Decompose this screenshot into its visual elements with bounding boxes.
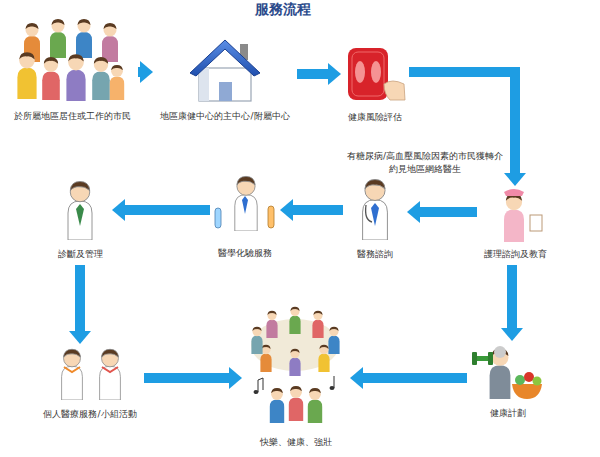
icon-node: 個人醫療服務/小組活動 (40, 348, 140, 421)
node-caption: 個人醫療服務/小組活動 (43, 408, 136, 420)
icon-node: 快樂、健康、強壯 (246, 304, 346, 449)
flow-arrow (501, 265, 523, 341)
node-caption: 健康風險評估 (348, 111, 402, 123)
exercise-icon (472, 346, 542, 399)
node-caption: 快樂、健康、強壯 (260, 436, 332, 448)
node-caption: 健康計劃 (490, 407, 526, 419)
icon-node: 於所屬地區居住或工作的市民 (11, 18, 134, 123)
flow-arrow (297, 63, 341, 85)
doctor-icon (363, 180, 388, 240)
icon-node: 醫務諮詢 (347, 178, 403, 261)
node-caption: 於所屬地區居住或工作的市民 (14, 110, 131, 122)
flow-arrow (69, 265, 91, 344)
icon-node: 診斷及管理 (52, 180, 108, 261)
icon-node: 健康計劃 (471, 345, 545, 420)
diagram-title: 服務流程 (0, 1, 566, 19)
node-caption: 醫務諮詢 (357, 248, 393, 260)
node-caption: 護理諮詢及教育 (484, 248, 547, 260)
node-caption: 地區康健中心的主中心/附屬中心 (160, 110, 289, 122)
nurse-icon (504, 189, 542, 242)
lab-icon (215, 176, 274, 231)
icon-node: 健康風險評估 (345, 45, 405, 124)
flow-arrow (407, 201, 477, 223)
flow-arrow (112, 199, 210, 221)
scale-icon (348, 48, 405, 100)
node-caption: 醫學化驗服務 (218, 247, 272, 259)
doctor-icon (68, 182, 92, 241)
edge-label: 有糖尿病/高血壓風險因素的市民獲轉介 約見地區網絡醫生 (344, 150, 506, 176)
flow-arrow (144, 367, 242, 389)
citizens-icon (17, 19, 124, 101)
node-caption: 診斷及管理 (58, 248, 103, 260)
flow-arrow (350, 367, 467, 389)
icon-node: 護理諮詢及教育 (481, 190, 550, 261)
nurses-icon (62, 349, 121, 400)
group-activity-icon (251, 307, 340, 423)
icon-node: 地區康健中心的主中心/附屬中心 (157, 38, 293, 123)
icon-node: 醫學化驗服務 (214, 175, 276, 260)
house-icon (190, 40, 260, 101)
flow-arrow (138, 61, 153, 83)
flow-arrow (280, 199, 343, 221)
